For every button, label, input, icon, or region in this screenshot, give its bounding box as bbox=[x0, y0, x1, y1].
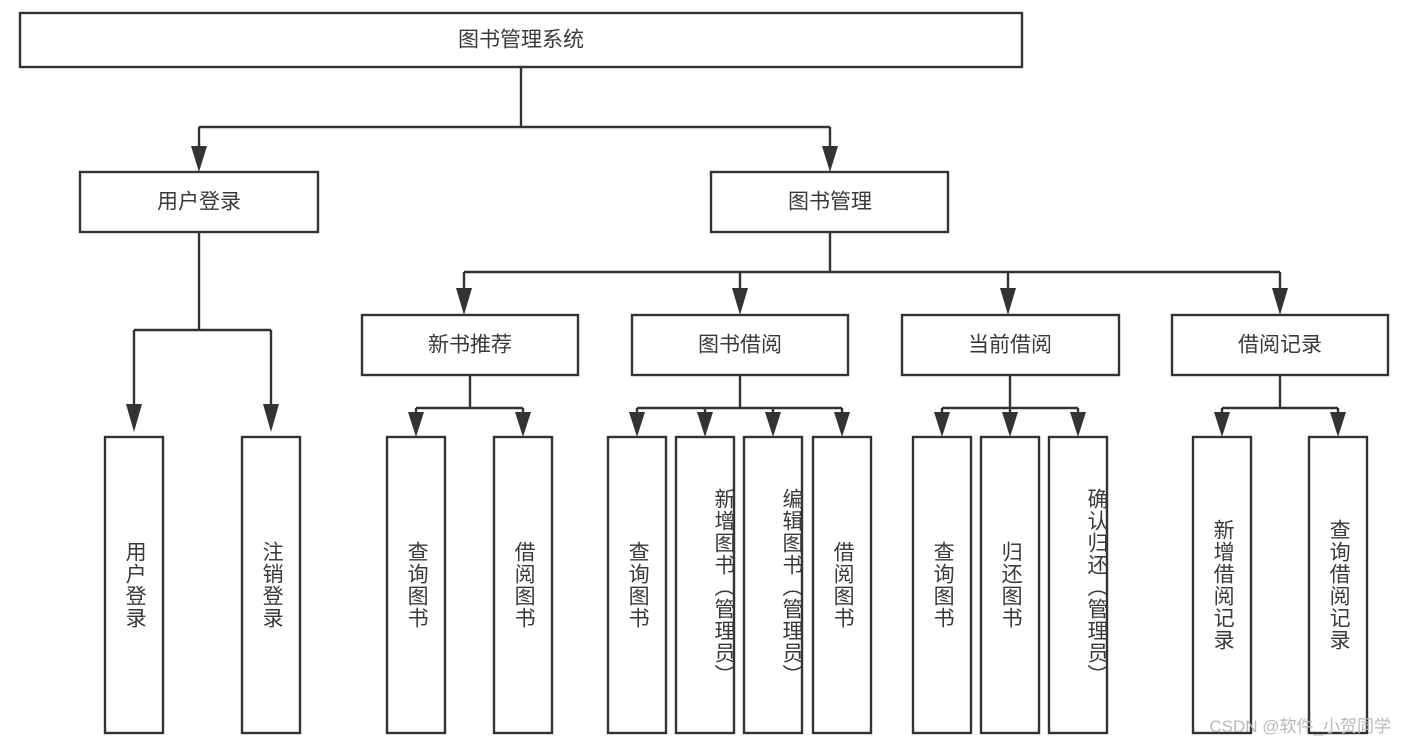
arrow-head-leaf-query-book-3 bbox=[934, 412, 950, 437]
node-box-user-login[interactable] bbox=[78, 170, 320, 234]
node-box-leaf-add-book[interactable] bbox=[674, 435, 736, 735]
arrow-head-leaf-logout-login bbox=[263, 404, 279, 432]
connector-group-book-management bbox=[456, 232, 1288, 315]
arrow-head-leaf-query-record bbox=[1330, 412, 1346, 437]
arrow-head-leaf-return-book bbox=[1002, 412, 1018, 437]
arrow-head-leaf-borrow-book-2 bbox=[834, 412, 850, 437]
node-box-leaf-query-book-1[interactable] bbox=[385, 435, 447, 735]
connector-group-borrow-record bbox=[1214, 375, 1346, 437]
node-box-leaf-query-book-2[interactable] bbox=[606, 435, 668, 735]
csdn-watermark: CSDN @软件_小贺同学 bbox=[1209, 717, 1391, 736]
arrow-head-leaf-user-login bbox=[126, 404, 142, 432]
node-label-current-borrow: 当前借阅 bbox=[968, 334, 1052, 357]
arrow-head-user-login bbox=[191, 146, 207, 172]
node-box-leaf-query-record[interactable] bbox=[1307, 435, 1369, 735]
node-box-leaf-confirm-return[interactable] bbox=[1047, 435, 1109, 735]
node-box-leaf-query-book-3[interactable] bbox=[911, 435, 973, 735]
node-box-leaf-add-record[interactable] bbox=[1191, 435, 1253, 735]
arrow-head-leaf-query-book-1 bbox=[408, 412, 424, 437]
arrow-head-book-borrow bbox=[732, 288, 748, 315]
node-label-root: 图书管理系统 bbox=[458, 29, 584, 52]
connector-group-user-login bbox=[126, 232, 279, 432]
arrow-head-leaf-edit-book bbox=[765, 412, 781, 437]
connector-group-book-borrow bbox=[629, 375, 850, 437]
node-box-book-borrow[interactable] bbox=[630, 313, 850, 377]
connector-group-root bbox=[191, 67, 838, 172]
node-box-leaf-return-book[interactable] bbox=[979, 435, 1041, 735]
arrow-head-leaf-add-record bbox=[1214, 412, 1230, 437]
node-box-current-borrow[interactable] bbox=[900, 313, 1121, 377]
arrow-head-new-book-recommend bbox=[456, 288, 472, 315]
node-label-borrow-record: 借阅记录 bbox=[1238, 334, 1322, 357]
node-label-book-borrow: 图书借阅 bbox=[698, 334, 782, 357]
arrow-head-leaf-add-book bbox=[697, 412, 713, 437]
arrow-head-current-borrow bbox=[1000, 288, 1016, 315]
arrow-head-leaf-query-book-2 bbox=[629, 412, 645, 437]
node-box-book-management[interactable] bbox=[709, 170, 950, 234]
node-label-user-login: 用户登录 bbox=[157, 191, 241, 214]
arrow-head-leaf-borrow-book-1 bbox=[515, 412, 531, 437]
arrow-head-leaf-confirm-return bbox=[1070, 412, 1086, 437]
connector-group-current-borrow bbox=[934, 375, 1086, 437]
arrow-head-borrow-record bbox=[1272, 288, 1288, 315]
node-box-leaf-user-login[interactable] bbox=[103, 435, 165, 735]
node-box-leaf-edit-book[interactable] bbox=[742, 435, 804, 735]
node-box-root[interactable] bbox=[18, 11, 1024, 69]
node-box-leaf-borrow-book-1[interactable] bbox=[492, 435, 554, 735]
node-box-leaf-borrow-book-2[interactable] bbox=[811, 435, 873, 735]
arrow-head-book-management bbox=[822, 146, 838, 172]
node-label-book-management: 图书管理 bbox=[788, 191, 872, 214]
node-label-new-book-recommend: 新书推荐 bbox=[428, 334, 512, 357]
node-box-leaf-logout-login[interactable] bbox=[240, 435, 302, 735]
node-box-new-book-recommend[interactable] bbox=[360, 313, 580, 377]
node-box-borrow-record[interactable] bbox=[1170, 313, 1390, 377]
connector-group-new-book-recommend bbox=[408, 375, 531, 437]
